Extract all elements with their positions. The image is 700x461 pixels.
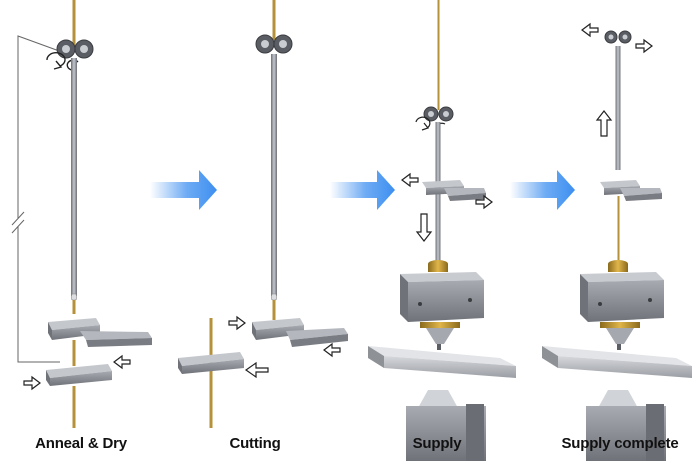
roller-pair: [423, 106, 454, 122]
stage-supply-complete: [542, 22, 692, 461]
filament: [72, 340, 76, 366]
cutter-upper: [422, 180, 486, 201]
filament: [72, 0, 76, 52]
build-plate: [542, 346, 692, 378]
motion-arrow-left: [244, 361, 269, 379]
stage-cutting: [178, 0, 348, 428]
stage-label-supply: Supply: [412, 435, 462, 452]
filament: [272, 300, 276, 320]
motion-arrow-left: [401, 172, 419, 188]
roller-pair: [56, 39, 94, 59]
filament: [617, 196, 620, 262]
cutter-upper: [600, 180, 662, 201]
motion-arrow-left: [323, 342, 341, 358]
motion-arrow-up: [595, 110, 613, 137]
motion-arrow-left: [113, 354, 131, 370]
connector-line: [11, 35, 63, 363]
rod: [71, 58, 77, 296]
stage-label-supply-complete: Supply complete: [561, 435, 679, 452]
base-unit: [586, 390, 666, 461]
rod-tip: [271, 293, 277, 301]
transition-arrow: [510, 170, 575, 210]
cutter-lower: [46, 364, 112, 386]
motion-arrow-right: [475, 194, 493, 210]
stage-label-anneal-dry: Anneal & Dry: [35, 435, 127, 452]
transition-arrow: [330, 170, 395, 210]
print-head: [400, 260, 484, 350]
motion-arrow-down: [415, 213, 433, 242]
stage-supply: [368, 0, 516, 461]
transition-arrow: [150, 170, 217, 210]
build-plate: [368, 346, 516, 378]
filament: [72, 386, 76, 428]
motion-arrow-left: [581, 22, 599, 38]
filament: [72, 300, 76, 314]
roller-pair: [255, 34, 293, 54]
filament: [437, 0, 440, 110]
base-unit: [406, 390, 486, 461]
rod: [271, 54, 277, 296]
motion-arrow-right: [228, 315, 246, 331]
rod: [435, 122, 441, 272]
cutter-upper: [48, 318, 152, 347]
motion-arrow-right: [635, 38, 653, 54]
cutter-lower: [178, 352, 244, 374]
roller-pair: [604, 30, 632, 44]
stage-anneal-dry: [11, 0, 152, 428]
cutter-upper: [252, 318, 348, 347]
stage-label-cutting: Cutting: [229, 435, 281, 452]
motion-arrow-right: [23, 375, 41, 391]
print-head: [580, 260, 664, 350]
filament-cut-piece: [209, 318, 213, 428]
filament: [272, 0, 276, 40]
rod-tip: [71, 293, 77, 301]
rod: [615, 46, 621, 170]
